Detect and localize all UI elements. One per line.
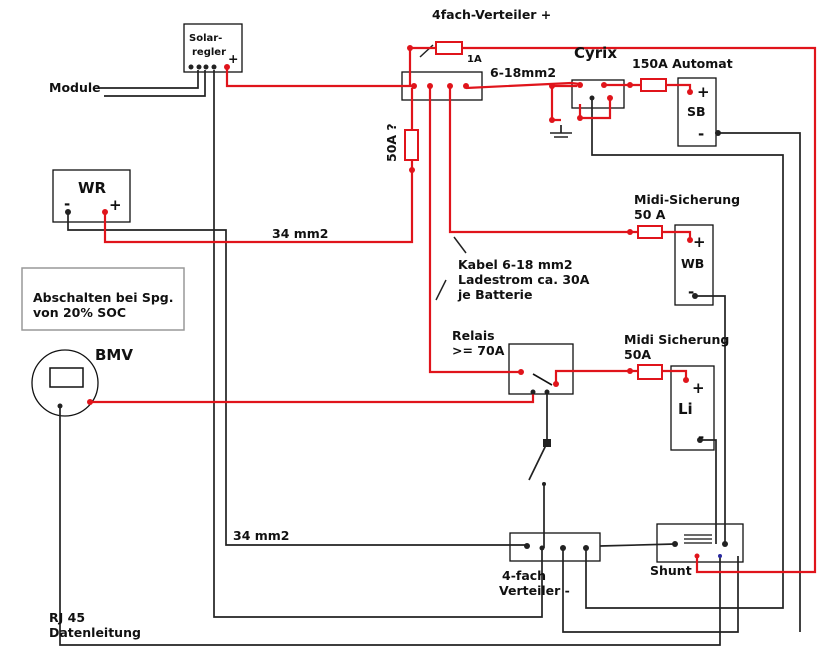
terminal-dots bbox=[57, 45, 728, 559]
kabel-note-line-1: Kabel 6-18 mm2 bbox=[458, 257, 573, 272]
sb-minus-label: - bbox=[698, 125, 704, 143]
soc-note-line-2: von 20% SOC bbox=[33, 305, 126, 320]
midi-fuse-li-label-1: Midi Sicherung bbox=[624, 332, 729, 347]
fuse-50a-label: 50A ? bbox=[384, 123, 399, 162]
li-plus-label: + bbox=[692, 379, 705, 397]
negative-wiring bbox=[59, 44, 801, 646]
cable-6-18-label: 6-18mm2 bbox=[490, 65, 556, 80]
midi-fuse-li bbox=[637, 364, 663, 380]
wb-plus-label: + bbox=[693, 233, 706, 251]
positive-wiring bbox=[90, 46, 817, 574]
relay bbox=[508, 343, 574, 395]
wb-label: WB bbox=[681, 256, 704, 271]
solar-plus-label: + bbox=[228, 51, 238, 66]
solar-regulator: Solar- regler + bbox=[183, 23, 243, 73]
cyrix-label: Cyrix bbox=[574, 44, 617, 62]
solar-label-2: regler bbox=[192, 47, 226, 58]
lithium-battery bbox=[670, 365, 715, 451]
wr-plus-label: + bbox=[109, 196, 122, 214]
midi-fuse-wb-label-1: Midi-Sicherung bbox=[634, 192, 740, 207]
starter-battery bbox=[677, 77, 717, 147]
sb-plus-label: + bbox=[697, 83, 710, 101]
solar-label-1: Solar- bbox=[189, 33, 222, 44]
li-minus-label: - bbox=[698, 428, 704, 446]
cable-34mm2-bottom-label: 34 mm2 bbox=[233, 528, 290, 543]
wr-label: WR bbox=[78, 179, 107, 197]
sb-label: SB bbox=[687, 104, 706, 119]
bmv-label: BMV bbox=[95, 346, 133, 364]
circuit-breaker-150a bbox=[640, 78, 667, 92]
fuse-1a bbox=[435, 41, 463, 55]
service-battery bbox=[674, 224, 714, 306]
midi-fuse-li-label-2: 50A bbox=[624, 347, 651, 362]
shunt-box bbox=[656, 523, 744, 563]
soc-note-line-1: Abschalten bei Spg. bbox=[33, 290, 174, 305]
cable-34mm2-top-label: 34 mm2 bbox=[272, 226, 329, 241]
wb-minus-label: - bbox=[688, 283, 694, 301]
rj45-label-2: Datenleitung bbox=[49, 625, 141, 640]
positive-distributor-label: 4fach-Verteiler + bbox=[432, 7, 551, 22]
rj45-label-1: RJ 45 bbox=[49, 610, 85, 625]
relay-label-1: Relais bbox=[452, 328, 495, 343]
kabel-note-line-2: Ladestrom ca. 30A bbox=[458, 272, 590, 287]
bmv-monitor bbox=[31, 349, 99, 417]
relay-label-2: >= 70A bbox=[452, 343, 505, 358]
fuse-1a-label: 1A bbox=[467, 54, 482, 65]
negative-distributor-label-2: Verteiler - bbox=[499, 583, 570, 598]
midi-fuse-wb bbox=[637, 225, 663, 239]
li-label: Li bbox=[678, 400, 693, 418]
shunt-label: Shunt bbox=[650, 563, 692, 578]
inverter bbox=[52, 169, 131, 223]
wr-minus-label: - bbox=[64, 195, 70, 213]
midi-fuse-wb-label-2: 50 A bbox=[634, 207, 666, 222]
soc-note: Abschalten bei Spg. von 20% SOC bbox=[21, 267, 185, 331]
kabel-note-line-3: je Batterie bbox=[457, 287, 532, 302]
negative-distributor-label-1: 4-fach bbox=[502, 568, 546, 583]
breaker-150a-label: 150A Automat bbox=[632, 56, 733, 71]
fuse-50a-question bbox=[404, 129, 419, 161]
module-label: Module bbox=[49, 80, 101, 95]
